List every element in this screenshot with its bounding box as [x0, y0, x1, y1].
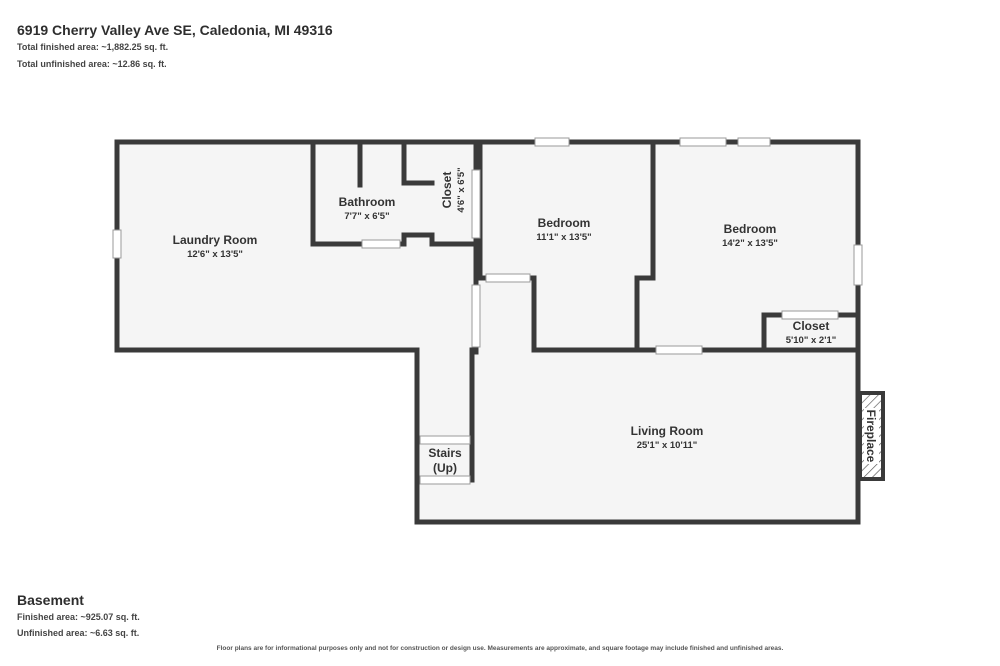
total-unfinished-area: Total unfinished area: ~12.86 sq. ft. — [17, 59, 167, 69]
room-name-living: Living Room — [631, 424, 704, 438]
disclaimer: Floor plans are for informational purpos… — [216, 645, 784, 652]
total-finished-area: Total finished area: ~1,882.25 sq. ft. — [17, 42, 169, 52]
openings — [112, 137, 863, 485]
stairs: Stairs (Up) — [428, 446, 462, 475]
stairs-label-line2: (Up) — [433, 461, 457, 475]
room-dims-bedroom-2: 14'2" x 13'5" — [722, 238, 778, 249]
room-dims-bathroom: 7'7" x 6'5" — [344, 211, 389, 222]
floor-name: Basement — [17, 592, 84, 608]
room-name-laundry: Laundry Room — [173, 233, 258, 247]
room-closet-2: Closet 5'10" x 2'1" — [786, 319, 837, 346]
fireplace: Fireplace — [858, 391, 885, 481]
room-dims-laundry: 12'6" x 13'5" — [187, 249, 243, 260]
room-name-bedroom-2: Bedroom — [724, 222, 777, 236]
room-name-bedroom-1: Bedroom — [538, 216, 591, 230]
room-laundry: Laundry Room 12'6" x 13'5" — [173, 233, 258, 260]
floor-unfinished-area: Unfinished area: ~6.63 sq. ft. — [17, 628, 140, 638]
fireplace-label: Fireplace — [864, 410, 878, 463]
room-bedroom-1: Bedroom 11'1" x 13'5" — [536, 216, 591, 243]
property-address: 6919 Cherry Valley Ave SE, Caledonia, MI… — [17, 22, 333, 38]
room-dims-living: 25'1" x 10'11" — [637, 440, 698, 451]
stairs-label-line1: Stairs — [428, 446, 462, 460]
room-dims-closet-2: 5'10" x 2'1" — [786, 335, 837, 346]
room-name-closet-2: Closet — [793, 319, 830, 333]
room-closet-vertical: Closet 4'6" x 6'5" — [440, 167, 467, 212]
room-name-closet-vertical: Closet — [440, 172, 454, 209]
room-name-bathroom: Bathroom — [339, 195, 396, 209]
room-bathroom: Bathroom 7'7" x 6'5" — [339, 195, 396, 222]
room-living: Living Room 25'1" x 10'11" — [631, 424, 704, 451]
room-bedroom-2: Bedroom 14'2" x 13'5" — [722, 222, 778, 249]
room-dims-closet-vertical: 4'6" x 6'5" — [456, 167, 467, 212]
floor-area — [117, 142, 858, 522]
floor-finished-area: Finished area: ~925.07 sq. ft. — [17, 612, 140, 622]
room-dims-bedroom-1: 11'1" x 13'5" — [536, 232, 591, 243]
